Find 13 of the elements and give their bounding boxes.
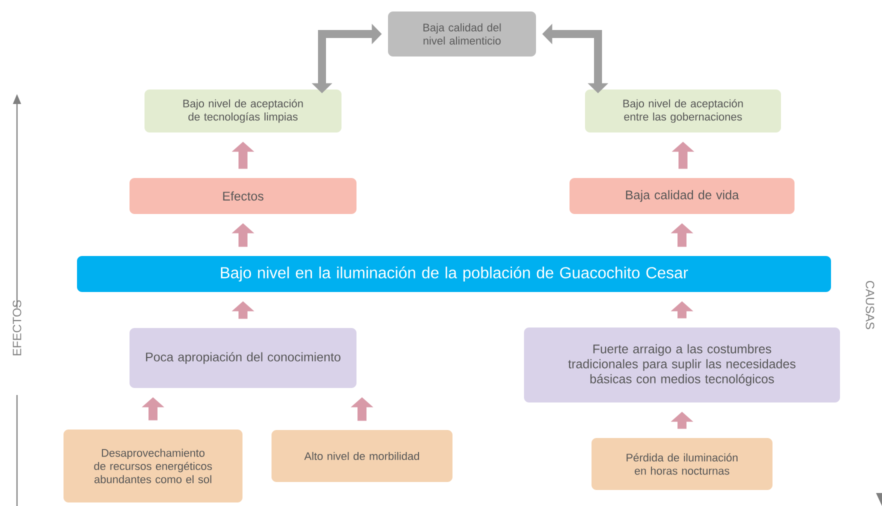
side-label: EFECTOS xyxy=(12,300,22,356)
effect-box: Bajo nivel de aceptación de tecnologías limpias xyxy=(144,90,342,132)
cause-box: Poca apropiación del conocimiento xyxy=(130,328,356,388)
side-label: CAUSAS xyxy=(866,280,874,330)
effect-box: Bajo nivel de aceptación entre las gobernaciones xyxy=(585,90,782,132)
problem-band: Bajo nivel en la iluminación de la población de Guacochito Cesar xyxy=(77,256,832,292)
cause-box: Alto nivel de morbilidad xyxy=(272,430,452,482)
effect-box: Efectos xyxy=(130,178,356,214)
cause-box: Fuerte arraigo a las costumbres tradicionales para suplir las necesidades básicas con medios tecnológicos xyxy=(524,328,840,402)
effect-box: Baja calidad de vida xyxy=(570,178,795,214)
result-box: Baja calidad del nivel alimenticio xyxy=(388,12,536,56)
cause-box: Desaprovechamiento de recursos energéticos abundantes como el sol xyxy=(64,430,242,502)
cause-box: Pérdida de iluminación en horas nocturnas xyxy=(592,438,773,490)
